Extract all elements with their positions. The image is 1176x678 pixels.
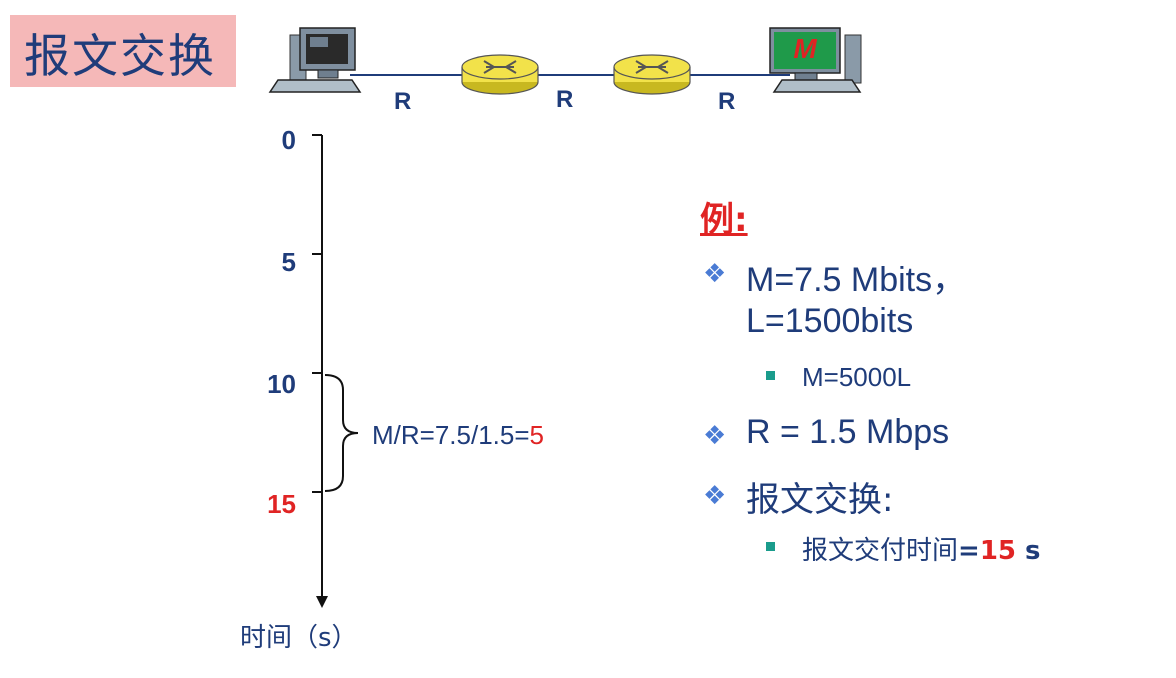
dest-computer-icon xyxy=(769,27,862,93)
square-bullet-icon xyxy=(766,371,775,380)
tick-label-15: 15 xyxy=(267,489,296,519)
diamond-bullet-icon: ❖ xyxy=(703,420,727,450)
bullet-message-switching: 报文交换: xyxy=(746,480,894,520)
delivery-time-unit: s xyxy=(1016,536,1041,566)
source-computer-icon xyxy=(268,27,362,93)
router-icon-2 xyxy=(613,54,691,95)
sub-bullet-m-relation: M=5000L xyxy=(802,362,912,392)
diamond-bullet-icon: ❖ xyxy=(703,258,727,288)
router-icon-1 xyxy=(461,54,539,95)
bullet-packet-size: L=1500bits xyxy=(746,302,914,340)
transmission-delay-label: M/R=7.5/1.5=5 xyxy=(372,420,544,451)
tick-label-0: 0 xyxy=(281,125,296,155)
bullet-link-rate: R = 1.5 Mbps xyxy=(746,413,950,451)
time-axis-label: 时间（s） xyxy=(240,623,358,653)
link-label-3: R xyxy=(718,88,736,115)
title-background xyxy=(10,15,236,87)
time-axis-arrow xyxy=(316,596,328,608)
time-brace xyxy=(324,374,359,492)
delivery-time-value: 15 xyxy=(979,536,1016,566)
tick-label-5: 5 xyxy=(281,247,296,277)
transmission-delay-formula: M/R=7.5/1.5= xyxy=(372,420,530,450)
dest-screen-letter: M xyxy=(793,33,817,64)
tick-label-10: 10 xyxy=(267,369,296,399)
diamond-bullet-icon: ❖ xyxy=(703,480,727,510)
example-title: 例: xyxy=(700,200,748,240)
delivery-time-label: 报文交付时间 xyxy=(802,536,959,566)
page-title: 报文交换 xyxy=(24,29,216,83)
link-label-2: R xyxy=(556,86,574,113)
transmission-delay-value: 5 xyxy=(529,420,545,450)
link-label-1: R xyxy=(394,88,412,115)
square-bullet-icon xyxy=(766,542,775,551)
sub-bullet-delivery-time: 报文交付时间=15 s xyxy=(802,530,1041,567)
bullet-message-size: M=7.5 Mbits， xyxy=(746,261,967,299)
delivery-time-equals: = xyxy=(958,536,980,566)
